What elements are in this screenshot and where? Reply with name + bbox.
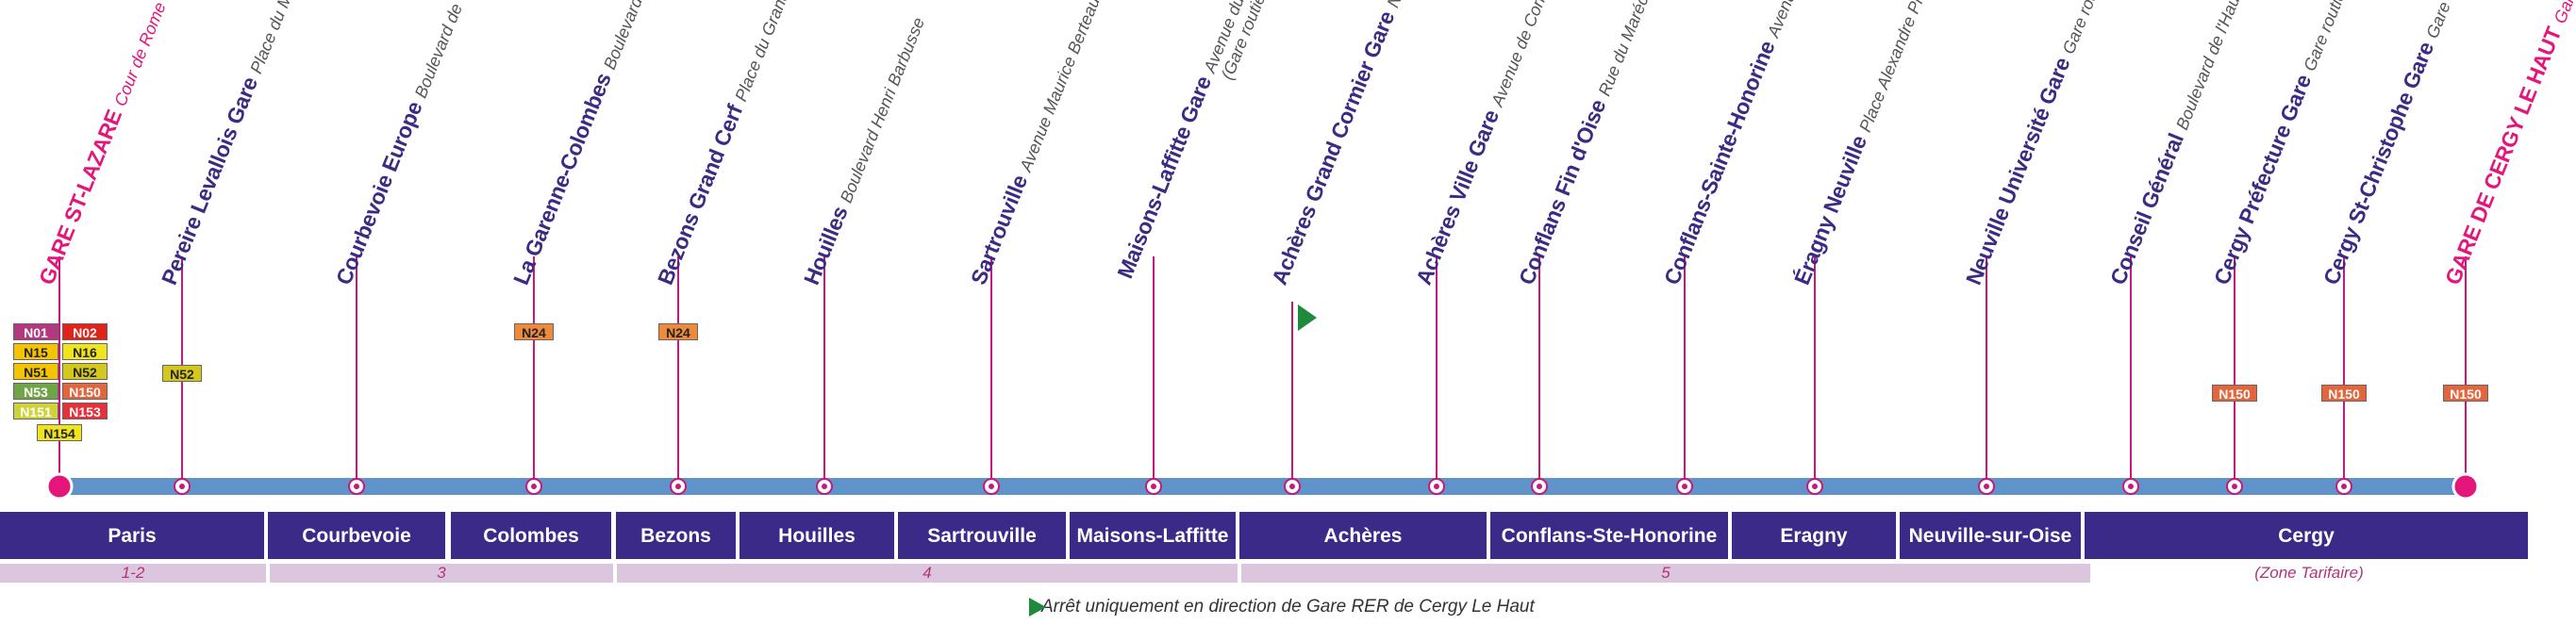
connection-badge: N150: [2321, 385, 2367, 402]
stop-marker-dot: [989, 484, 994, 489]
connection-badge: N24: [514, 323, 554, 340]
connection-badge: N153: [62, 403, 108, 419]
commune-block: Achères: [1239, 512, 1487, 559]
stop-marker-dot: [2232, 484, 2237, 489]
stop-marker-dot: [1812, 484, 1818, 489]
connection-badge: N150: [2443, 385, 2488, 402]
green-triangle-icon: [1298, 304, 1317, 331]
connection-badge: N51: [13, 363, 58, 380]
commune-block: Houilles: [740, 512, 894, 559]
terminus-marker-core: [2462, 483, 2469, 490]
terminus-marker-core: [56, 483, 63, 490]
green-triangle-icon: [1029, 598, 1046, 617]
stop-marker-dot: [354, 484, 359, 489]
stop-marker-dot: [1289, 484, 1295, 489]
commune-block: Paris: [0, 512, 264, 559]
commune-block: Cergy: [2085, 512, 2528, 559]
stop-marker-dot: [1984, 484, 1989, 489]
connection-badge: N01: [13, 323, 58, 340]
route-line: [59, 478, 2466, 495]
connection-badge: N02: [62, 323, 108, 340]
stop-marker-dot: [2341, 484, 2347, 489]
fare-zone: 1-2: [0, 564, 266, 583]
commune-block: Maisons-Laffitte: [1070, 512, 1236, 559]
connection-badge: N15: [13, 343, 58, 360]
connection-badge: N16: [62, 343, 108, 360]
stop-marker-dot: [822, 484, 827, 489]
stop-marker-dot: [1537, 484, 1542, 489]
fare-zone: (Zone Tarifaire): [2254, 564, 2364, 582]
connection-badge: N52: [62, 363, 108, 380]
stop-marker-dot: [179, 484, 185, 489]
fare-zone: 4: [617, 564, 1238, 583]
connection-badge: N150: [62, 383, 108, 400]
commune-block: Sartrouville: [898, 512, 1066, 559]
commune-block: Eragny: [1732, 512, 1896, 559]
legend-text: Arrêt uniquement en direction de Gare RE…: [1041, 597, 1535, 617]
stop-marker-dot: [531, 484, 537, 489]
stop-marker-dot: [1682, 484, 1687, 489]
commune-block: Bezons: [616, 512, 736, 559]
commune-block: Neuville-sur-Oise: [1900, 512, 2081, 559]
commune-block: Courbevoie: [268, 512, 445, 559]
legend: Arrêt uniquement en direction de Gare RE…: [1028, 597, 1535, 617]
connection-badge: N53: [13, 383, 58, 400]
connection-badge: N151: [13, 403, 58, 419]
connection-badge: N150: [2212, 385, 2257, 402]
connection-badge: N24: [658, 323, 698, 340]
stop-marker-dot: [1151, 484, 1156, 489]
connection-badge: N52: [162, 365, 202, 382]
connection-badge: N154: [37, 424, 82, 441]
commune-block: Colombes: [451, 512, 611, 559]
stop-marker-dot: [675, 484, 681, 489]
commune-block: Conflans-Ste-Honorine: [1490, 512, 1728, 559]
fare-zone: 5: [1241, 564, 2090, 583]
stop-marker-dot: [2128, 484, 2134, 489]
fare-zone: 3: [270, 564, 613, 583]
stop-marker-dot: [1434, 484, 1439, 489]
